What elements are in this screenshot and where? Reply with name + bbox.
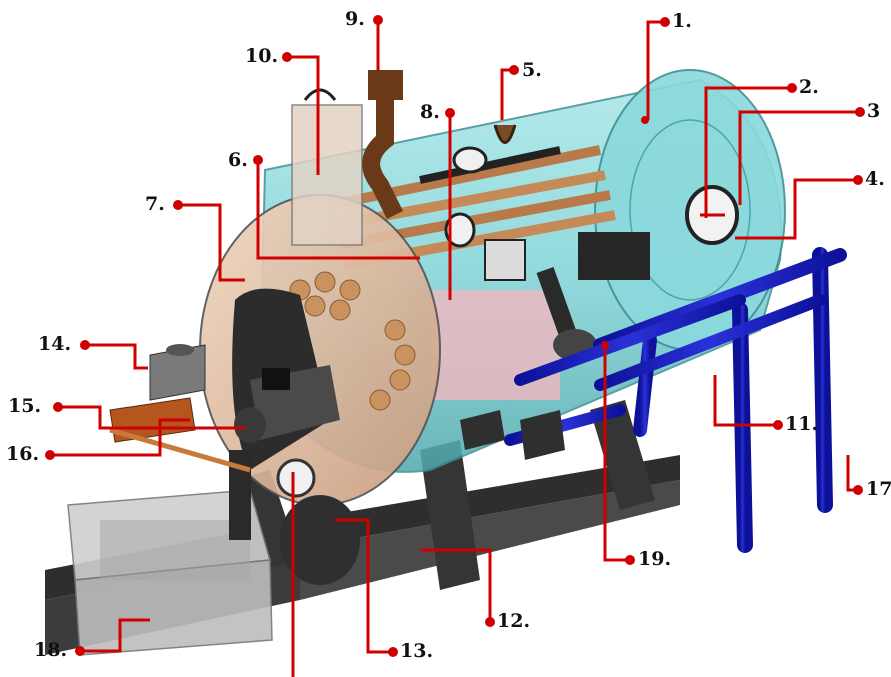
control-box: [484, 232, 650, 361]
callout-9-label: 9.: [345, 8, 365, 30]
fuel-devices: [109, 344, 251, 473]
callout-16-label: 16.: [6, 443, 40, 465]
fire-tubes: [329, 145, 616, 400]
callout-11-label: 11.: [785, 413, 819, 435]
callout-8-label: 8.: [420, 101, 440, 123]
callout-5-label: 5.: [522, 59, 542, 81]
callout-14-label: 14.: [38, 333, 72, 355]
callout-15-label: 15.: [8, 395, 42, 417]
water-pipes: [504, 246, 849, 608]
burner: [229, 365, 360, 585]
callout-19-label: 19.: [638, 548, 672, 570]
callout-4-label: 4.: [865, 168, 885, 190]
callout-6-label: 6.: [228, 149, 248, 171]
callout-10-label: 10.: [245, 45, 279, 67]
callout-7-label: 7.: [145, 193, 165, 215]
leader-lines: [50, 20, 860, 677]
callout-17-label: 17: [866, 478, 891, 500]
leader-dots: [45, 15, 865, 657]
callout-3-label: 3: [867, 100, 881, 122]
callout-18-label: 18.: [34, 639, 68, 661]
callout-2-label: 2.: [799, 76, 819, 98]
support-saddles: [460, 410, 565, 460]
callout-13-label: 13.: [400, 640, 434, 662]
top-fittings: [291, 70, 561, 248]
feed-water-tank: [67, 489, 273, 656]
callout-1-label: 1.: [672, 10, 692, 32]
callout-12-label: 12.: [497, 610, 531, 632]
